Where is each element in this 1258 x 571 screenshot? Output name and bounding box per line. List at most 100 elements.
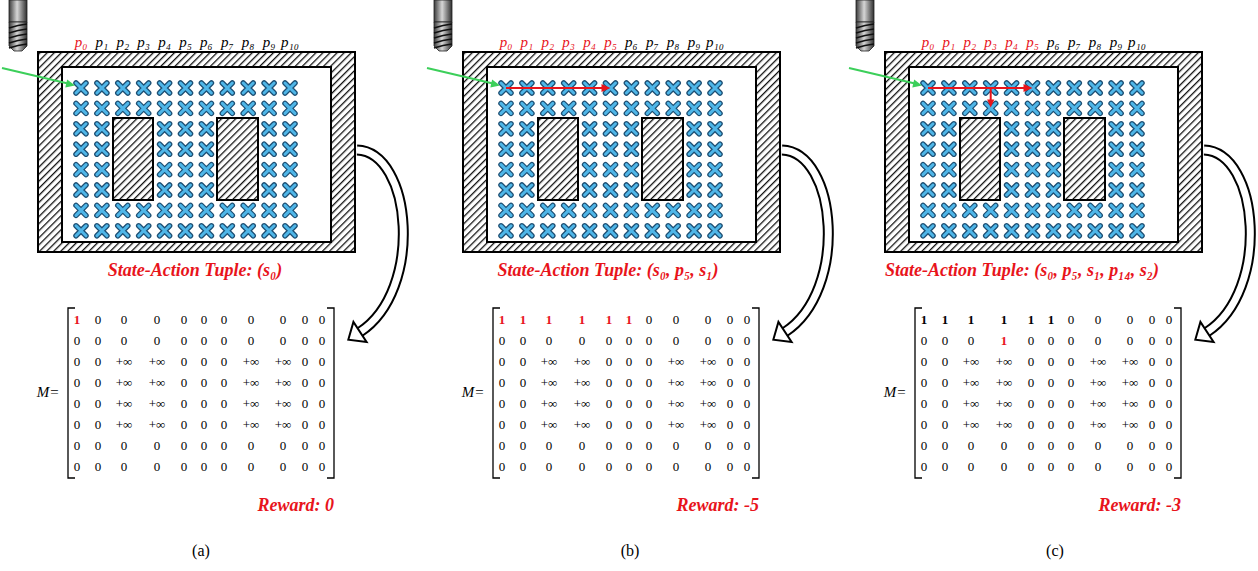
matrix-cell: 0 [1028,397,1035,411]
matrix-cell: 0 [221,376,228,390]
matrix-cell: 0 [121,460,128,474]
matrix-cell: 0 [921,376,928,390]
matrix-cell: +∞ [541,376,558,390]
matrix-cell: 0 [121,313,128,327]
matrix-cell: 0 [1166,397,1173,411]
matrix-cell: 0 [319,460,326,474]
matrix-cell: 0 [1166,376,1173,390]
matrix-cell: 0 [942,334,949,348]
matrix-cell: 0 [968,334,975,348]
matrix-cell: 0 [248,334,255,348]
matrix-cell: 0 [1149,355,1156,369]
matrix-cell: 0 [921,334,928,348]
matrix-cell: 0 [626,355,633,369]
matrix-cell: 0 [942,376,949,390]
matrix-cell: +∞ [1122,376,1139,390]
matrix-cell: 0 [302,460,309,474]
matrix-cell: 0 [221,460,228,474]
curved-arrow [773,150,828,342]
point-label: p₀ [922,34,935,51]
matrix-cell: 0 [221,334,228,348]
matrix-cell: +∞ [963,418,980,432]
matrix-cell: 0 [74,460,81,474]
matrix-cell: +∞ [116,397,133,411]
island [642,118,683,200]
point-label: p₉ [1110,34,1123,51]
matrix-cell: 0 [1166,355,1173,369]
matrix-cell: 0 [626,460,633,474]
matrix-cell: 0 [546,460,553,474]
matrix-cell: 0 [1095,313,1102,327]
point-label: p₆ [1047,34,1060,51]
matrix-cell: 0 [1048,460,1055,474]
matrix-cell: 0 [201,439,208,453]
matrix-cell: 0 [1028,376,1035,390]
matrix-cell: 0 [319,397,326,411]
matrix-cell: +∞ [149,418,166,432]
matrix-cell: 1 [546,313,553,327]
matrix-cell: 0 [280,334,287,348]
matrix-cell: +∞ [149,376,166,390]
matrix-cell: 0 [1048,376,1055,390]
matrix-cell: 0 [646,397,653,411]
panel-art [427,0,828,478]
matrix-cell: 0 [1166,334,1173,348]
matrix-cell: +∞ [574,418,591,432]
matrix-bracket [1174,308,1181,478]
point-label: p₀ [500,34,513,51]
matrix-cell: 0 [646,418,653,432]
point-label: p₁₀ [1128,34,1146,51]
grid-points [76,83,295,236]
matrix-cell: 0 [1068,439,1075,453]
matrix-cell: +∞ [700,376,717,390]
matrix-cell: 0 [1149,313,1156,327]
point-label: p₉ [688,34,701,51]
matrix-cell: 0 [1028,355,1035,369]
path-arrowhead [987,99,994,107]
matrix-cell: 0 [95,418,102,432]
point-label: p₁ [943,34,956,51]
matrix-cell: 1 [1048,313,1055,327]
matrix-cell: 0 [1068,397,1075,411]
matrix-cell: 1 [968,313,975,327]
matrix-cell: 0 [74,397,81,411]
matrix-cell: 0 [280,439,287,453]
point-label: p₇ [1068,34,1081,51]
path-arrowhead [602,84,611,92]
matrix-cell: 0 [181,418,188,432]
matrix-bracket [752,308,759,478]
matrix-cell: 1 [606,313,613,327]
matrix-cell: 0 [1127,439,1134,453]
matrix-cell: +∞ [1090,418,1107,432]
matrix-cell: 0 [1068,460,1075,474]
matrix-cell: 0 [646,376,653,390]
matrix-cell: +∞ [1090,397,1107,411]
matrix-cell: 0 [744,376,751,390]
point-label: p₈ [667,34,680,51]
matrix-cell: 0 [1048,355,1055,369]
matrix-cell: 0 [319,418,326,432]
point-label: p₂ [963,34,976,51]
reward-label: Reward: 0 [258,496,335,516]
matrix-cell: 0 [942,460,949,474]
matrix-cell: 0 [181,355,188,369]
matrix-cell: +∞ [574,376,591,390]
matrix-cell: 0 [626,376,633,390]
point-label: p₄ [1005,34,1018,51]
matrix-cell: +∞ [275,355,292,369]
matrix-cell: 0 [1095,460,1102,474]
matrix-cell: +∞ [149,397,166,411]
matrix-cell: 0 [606,376,613,390]
matrix-cell: 0 [201,376,208,390]
matrix-cell: 0 [673,460,680,474]
matrix-cell: 0 [181,460,188,474]
matrix-cell: 0 [499,397,506,411]
matrix-cell: 0 [520,376,527,390]
matrix-cell: 0 [1001,460,1008,474]
matrix-cell: 0 [1001,439,1008,453]
matrix-cell: 0 [1028,334,1035,348]
matrix-cell: +∞ [149,355,166,369]
matrix-cell: 1 [1001,334,1008,348]
end-mill-tool [434,0,452,51]
